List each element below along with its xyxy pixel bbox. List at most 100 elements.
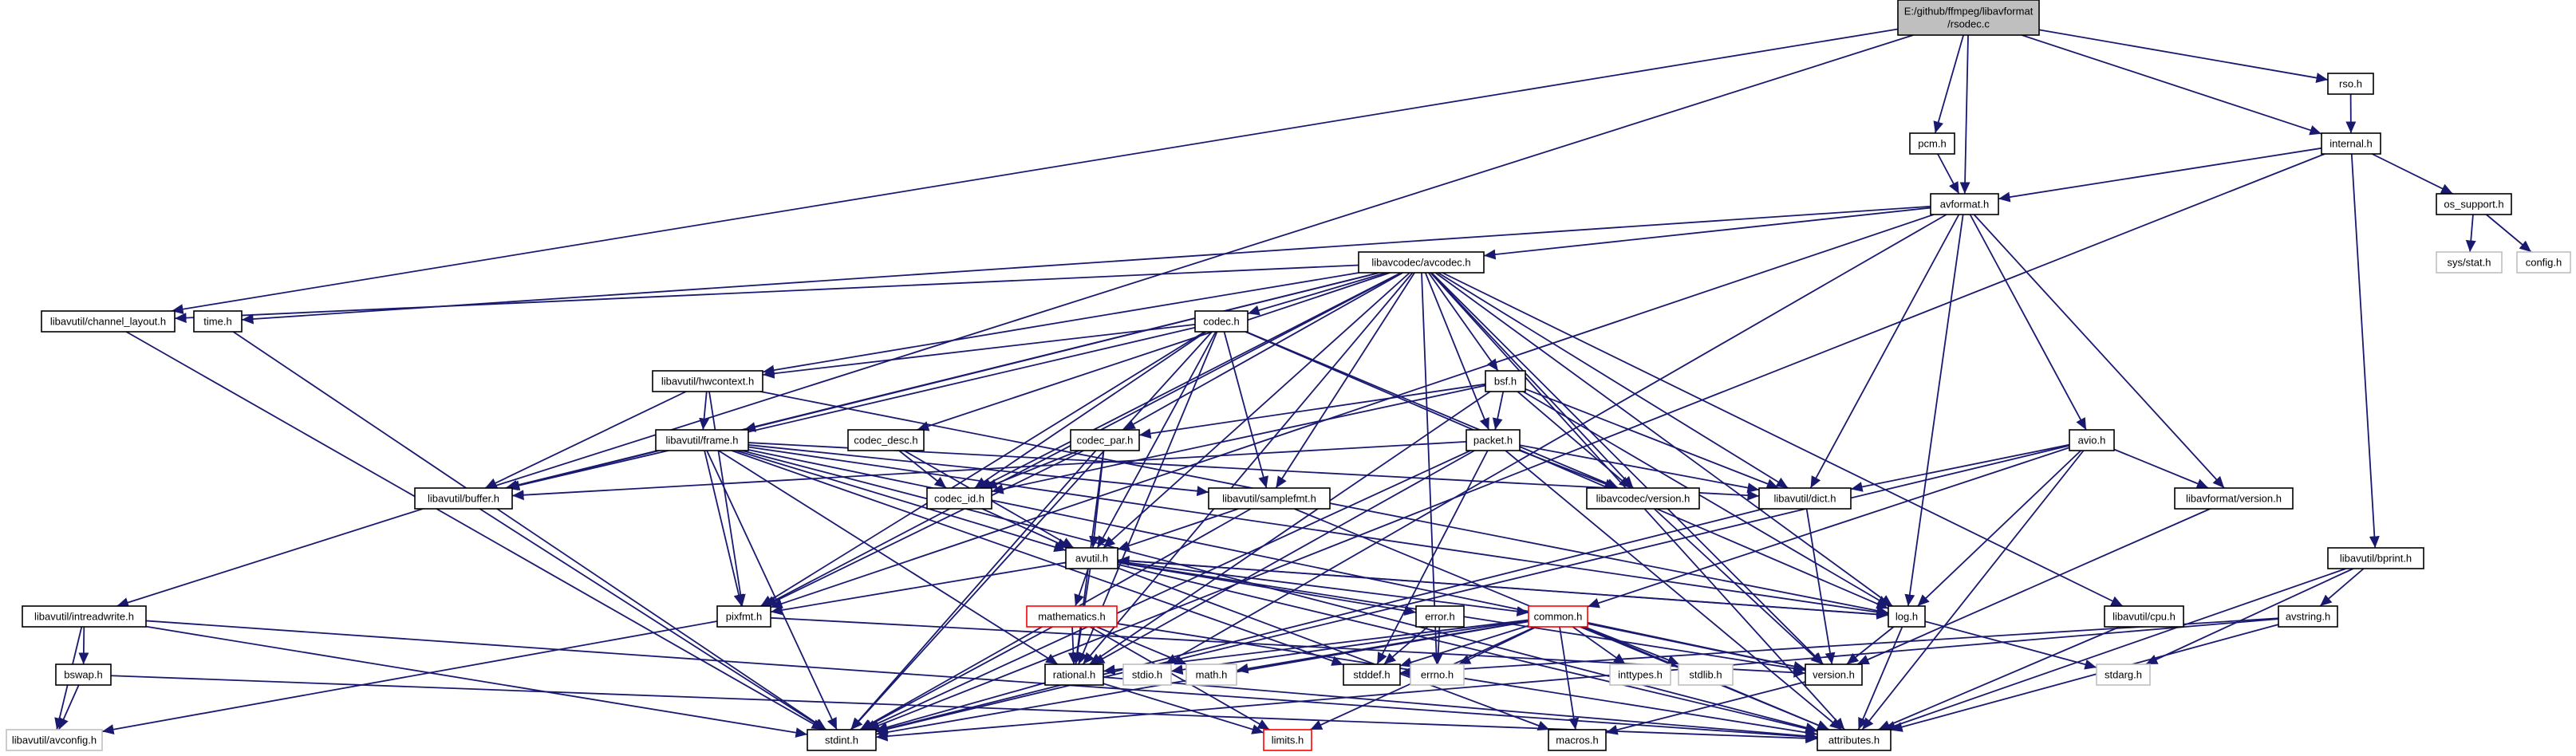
edge-avcodec-h-to-codec-id-h: [979, 272, 1402, 489]
node-attributes-h[interactable]: attributes.h: [1817, 729, 1892, 751]
node-codec-par-h[interactable]: codec_par.h: [1070, 429, 1140, 451]
node-avio-h[interactable]: avio.h: [2069, 429, 2115, 451]
node-inttypes-h[interactable]: inttypes.h: [1609, 663, 1671, 686]
edge-pcm-h-to-avformat-h: [1937, 153, 1960, 195]
node-mathematics-h[interactable]: mathematics.h: [1026, 605, 1118, 628]
node-avstring-h[interactable]: avstring.h: [2278, 605, 2338, 628]
edge-codec-id-h-to-avutil-h: [981, 508, 1070, 549]
node-label: avio.h: [2078, 435, 2106, 447]
node-label: codec.h: [1203, 316, 1240, 328]
edge-log-h-to-stdarg-h: [1924, 620, 2097, 670]
edge-common-h-to-stdlib-h: [1584, 626, 1680, 665]
node-box: [1070, 429, 1140, 451]
edge-avformat-h-to-avio-h: [1969, 214, 2087, 431]
edge-avcodec-h-to-codec-desc-h: [917, 272, 1391, 431]
edge-avcodec-h-to-version-h: [1430, 272, 1825, 665]
node-bprint-h[interactable]: libavutil/bprint.h: [2327, 547, 2424, 569]
node-label: libavutil/dict.h: [1773, 493, 1836, 505]
node-limits-h[interactable]: limits.h: [1263, 729, 1312, 751]
node-box: [926, 487, 992, 510]
node-log-h[interactable]: log.h: [1888, 605, 1926, 628]
edge-bsf-h-to-dict-h: [1525, 388, 1779, 489]
node-label: bsf.h: [1494, 376, 1517, 388]
node-common-h[interactable]: common.h: [1528, 605, 1588, 628]
node-error-h[interactable]: error.h: [1415, 605, 1465, 628]
node-cpu-h[interactable]: libavutil/cpu.h: [2104, 605, 2184, 628]
edge-pixfmt-h-to-avconfig-h: [101, 620, 718, 735]
node-os-support-h[interactable]: os_support.h: [2436, 193, 2512, 215]
node-avcodec-version-h[interactable]: libavcodec/version.h: [1586, 487, 1700, 510]
node-box: [1888, 605, 1926, 628]
node-internal-h[interactable]: internal.h: [2321, 132, 2381, 155]
node-codec-h[interactable]: codec.h: [1194, 310, 1249, 333]
edge-root-to-intreadwrite-h: [116, 34, 1914, 608]
node-avformat-version-h[interactable]: libavformat/version.h: [2174, 487, 2294, 510]
node-codec-desc-h[interactable]: codec_desc.h: [847, 429, 925, 451]
node-channel-layout-h[interactable]: libavutil/channel_layout.h: [41, 310, 176, 333]
node-label: os_support.h: [2444, 199, 2503, 211]
node-bsf-h[interactable]: bsf.h: [1485, 370, 1526, 392]
edge-frame-h-to-stdint-h: [706, 450, 838, 730]
node-stdint-h[interactable]: stdint.h: [807, 729, 877, 751]
node-box: [1817, 729, 1892, 751]
edge-avutil-h-to-mathematics-h: [1074, 568, 1089, 607]
node-label: E:/github/ffmpeg/libavformat: [1904, 6, 2034, 18]
node-hwcontext-h[interactable]: libavutil/hwcontext.h: [652, 370, 763, 392]
node-dict-h[interactable]: libavutil/dict.h: [1758, 487, 1852, 510]
edge-bprint-h-to-stdarg-h: [2145, 568, 2354, 665]
node-label: stdarg.h: [2105, 669, 2142, 681]
node-macros-h[interactable]: macros.h: [1548, 729, 1607, 751]
node-intreadwrite-h[interactable]: libavutil/intreadwrite.h: [22, 605, 147, 628]
node-stddef-h[interactable]: stddef.h: [1343, 663, 1401, 686]
node-frame-h[interactable]: libavutil/frame.h: [655, 429, 749, 451]
node-version-h[interactable]: version.h: [1805, 663, 1863, 686]
node-rational-h[interactable]: rational.h: [1044, 663, 1104, 686]
edge-avutil-h-to-pixfmt-h: [770, 561, 1067, 616]
node-stdarg-h[interactable]: stdarg.h: [2096, 663, 2151, 686]
edge-avformat-h-to-log-h: [1904, 214, 1964, 607]
node-time-h[interactable]: time.h: [193, 310, 243, 333]
node-label: stdlib.h: [1689, 669, 1722, 681]
edge-packet-h-to-stdint-h: [863, 450, 1471, 730]
node-pixfmt-h[interactable]: pixfmt.h: [716, 605, 771, 628]
edge-cpu-h-to-attributes-h: [1878, 626, 2120, 730]
node-label: attributes.h: [1828, 734, 1880, 746]
node-label: libavutil/samplefmt.h: [1222, 493, 1316, 505]
node-label: libavutil/frame.h: [665, 435, 738, 447]
node-rso-h[interactable]: rso.h: [2327, 73, 2374, 95]
node-buffer-h[interactable]: libavutil/buffer.h: [414, 487, 513, 510]
node-pcm-h[interactable]: pcm.h: [1909, 132, 1955, 155]
edge-bsf-h-to-packet-h: [1492, 391, 1505, 431]
node-stdio-h[interactable]: stdio.h: [1122, 663, 1172, 686]
node-sys-stat-h[interactable]: sys/stat.h: [2436, 251, 2503, 274]
node-label: avformat.h: [1940, 199, 1989, 211]
node-avutil-h[interactable]: avutil.h: [1065, 547, 1118, 569]
node-label: version.h: [1813, 669, 1855, 681]
edge-avio-h-to-stdint-h: [875, 444, 2070, 734]
node-errno-h[interactable]: errno.h: [1410, 663, 1465, 686]
edge-common-h-to-inttypes-h: [1572, 626, 1627, 665]
edge-avutil-h-to-attributes-h: [1117, 563, 1818, 734]
edge-frame-h-to-avutil-h: [736, 450, 1067, 553]
edge-avio-h-to-attributes-h: [1861, 450, 2085, 730]
node-label: stdio.h: [1132, 669, 1162, 681]
edge-root-to-pcm-h: [1933, 34, 1965, 134]
node-avformat-h[interactable]: avformat.h: [1930, 193, 1999, 215]
edge-avcodec-h-to-packet-h: [1424, 272, 1490, 431]
node-packet-h[interactable]: packet.h: [1466, 429, 1521, 451]
node-samplefmt-h[interactable]: libavutil/samplefmt.h: [1208, 487, 1331, 510]
edge-log-h-to-attributes-h: [1857, 626, 1903, 730]
edge-avcodec-h-to-samplefmt-h: [1275, 272, 1415, 489]
node-config-h[interactable]: config.h: [2516, 251, 2571, 274]
edge-bsf-h-to-codec-par-h: [1138, 383, 1486, 439]
edge-mathematics-h-to-math-h: [1096, 626, 1187, 665]
node-avcodec-h[interactable]: libavcodec/avcodec.h: [1358, 251, 1485, 274]
node-stdlib-h[interactable]: stdlib.h: [1678, 663, 1734, 686]
node-avconfig-h[interactable]: libavutil/avconfig.h: [6, 729, 103, 751]
edge-root-to-rso-h: [2038, 29, 2329, 83]
node-root[interactable]: E:/github/ffmpeg/libavformat/rsodec.c: [1897, 0, 2040, 36]
edge-packet-h-to-attributes-h: [1505, 450, 1842, 730]
node-math-h[interactable]: math.h: [1185, 663, 1237, 686]
node-codec-id-h[interactable]: codec_id.h: [926, 487, 992, 510]
node-bswap-h[interactable]: bswap.h: [55, 663, 112, 686]
